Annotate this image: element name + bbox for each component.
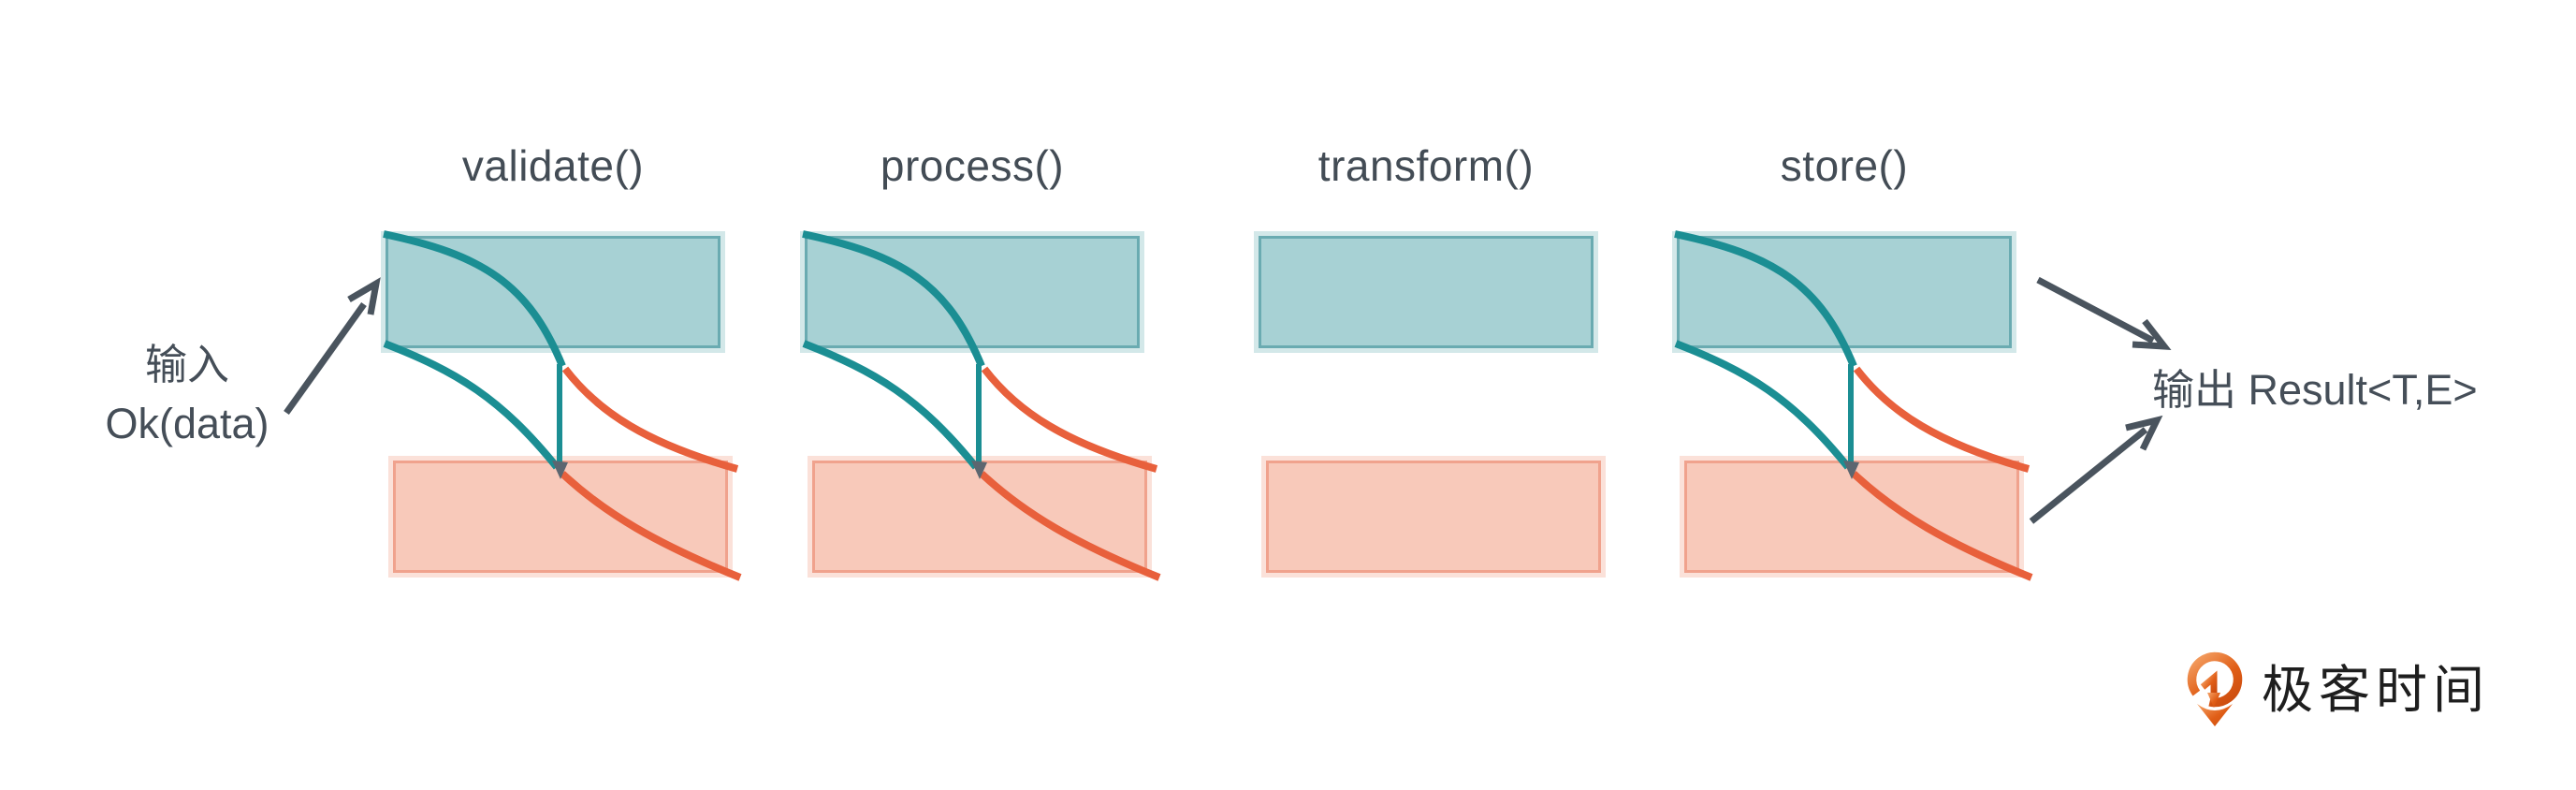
stage-title-validate: validate() <box>461 141 645 190</box>
err-box-process <box>812 461 1147 573</box>
stage-title-process: process() <box>880 141 1065 190</box>
geektime-logo-mark-icon <box>2187 651 2243 726</box>
output-arrow-ok-icon <box>2036 276 2172 350</box>
input-label: 输入 Ok(data) <box>47 335 327 453</box>
err-box-store <box>1684 461 2019 573</box>
output-arrow-err-icon <box>2029 415 2163 524</box>
ok-box-transform <box>1259 236 1594 348</box>
err-box-validate <box>393 461 728 573</box>
geektime-logo: 极客时间 <box>2183 650 2490 730</box>
input-label-line1: 输入 <box>144 341 229 388</box>
stage-title-transform: transform() <box>1317 141 1535 190</box>
err-box-transform <box>1266 461 1601 573</box>
geektime-logo-text: 极客时间 <box>2262 661 2491 719</box>
ok-box-process <box>805 236 1140 348</box>
ok-box-store <box>1677 236 2012 348</box>
ok-box-validate <box>386 236 720 348</box>
stage-title-store: store() <box>1780 141 1909 190</box>
output-label: 输出 Result<T,E> <box>2152 366 2478 414</box>
input-label-line2: Ok(data) <box>105 400 269 447</box>
